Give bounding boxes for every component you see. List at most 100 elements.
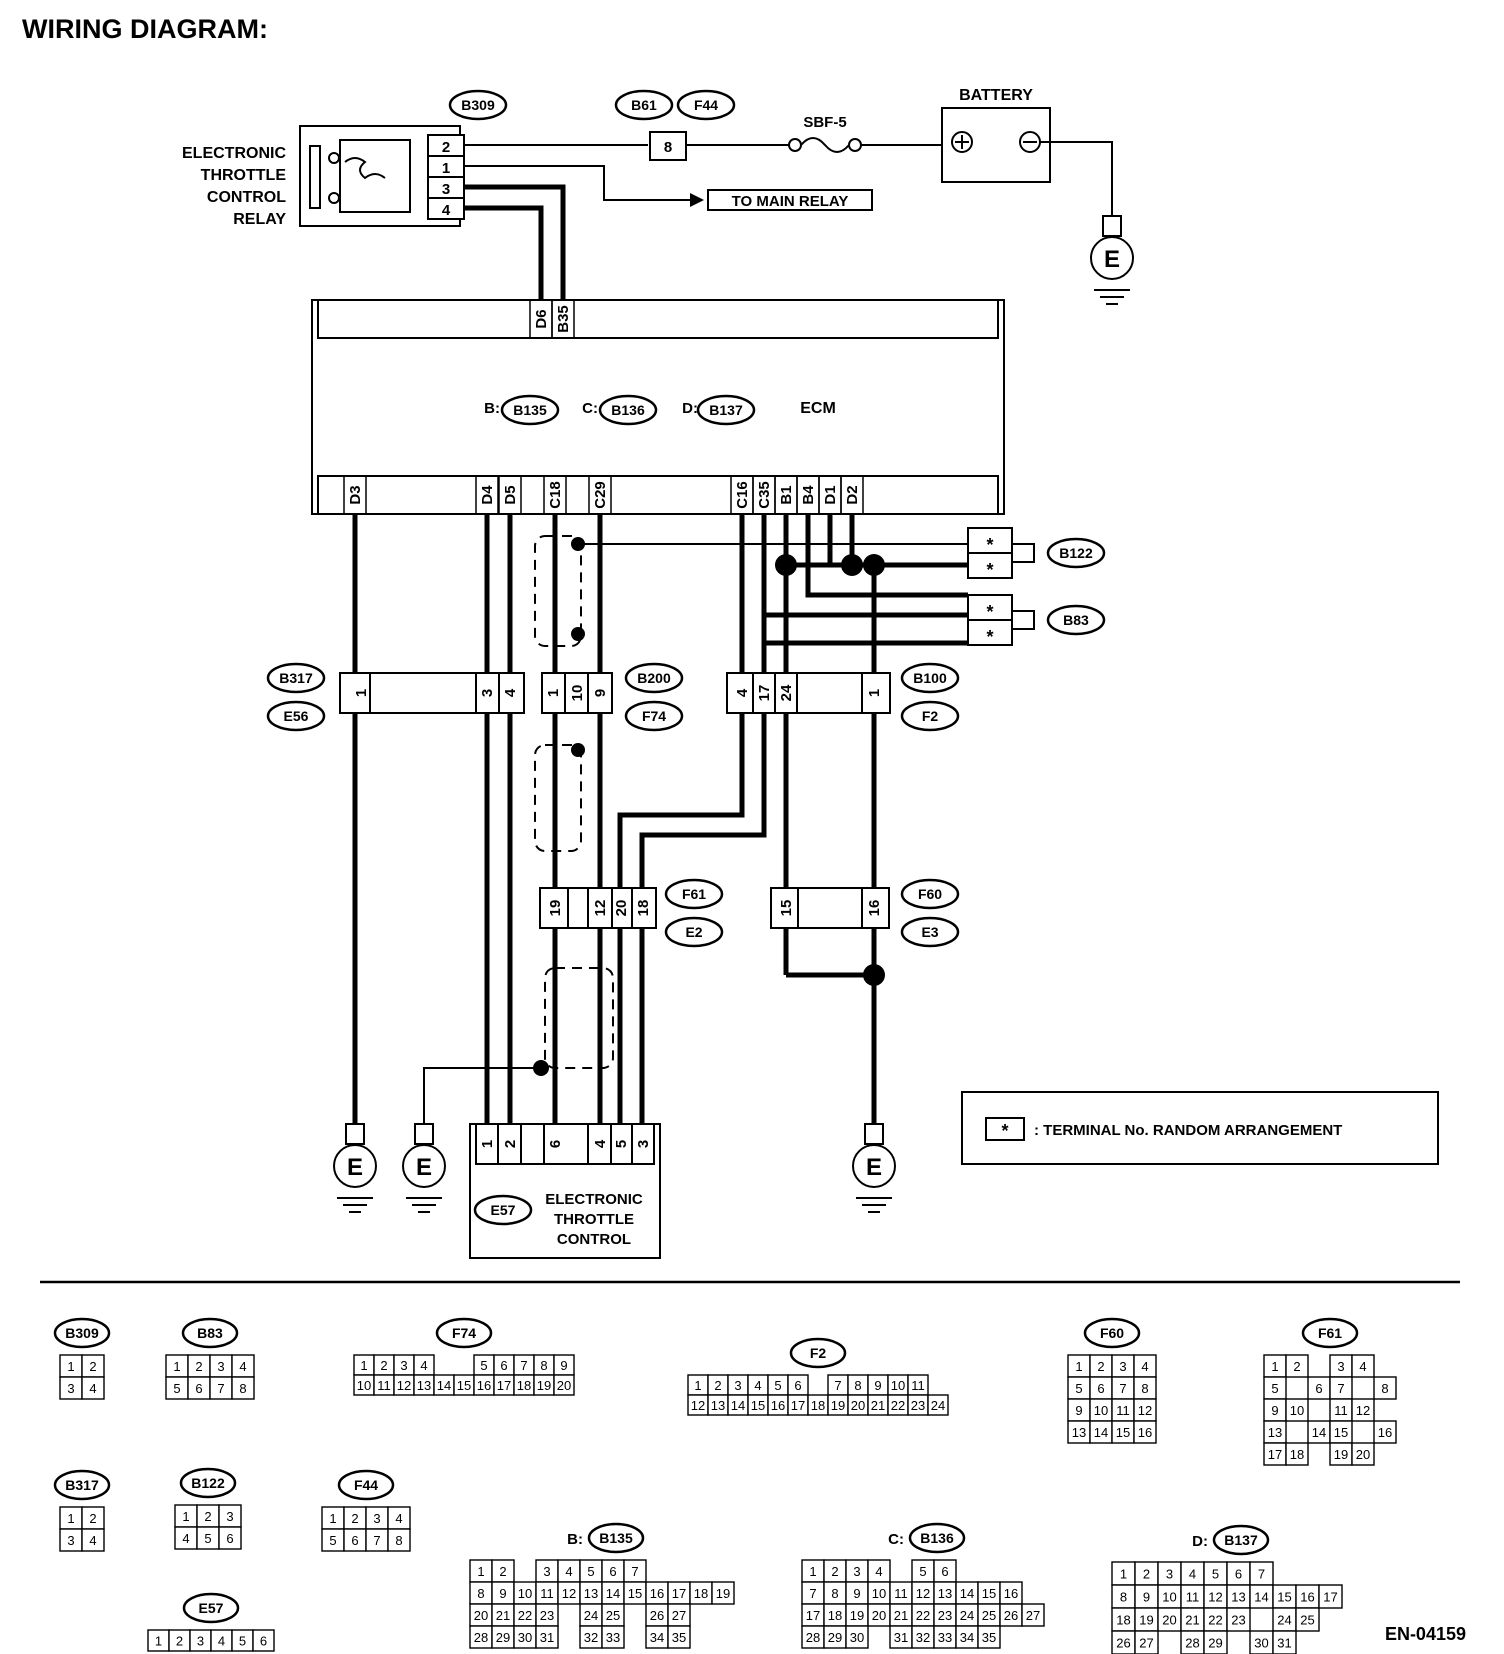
svg-text:1: 1 (866, 689, 883, 697)
legend-star: * (1001, 1121, 1008, 1141)
svg-text:8: 8 (395, 1533, 402, 1548)
svg-text:3: 3 (67, 1381, 74, 1396)
svg-text:24: 24 (960, 1608, 974, 1623)
svg-text:24: 24 (1277, 1613, 1291, 1628)
svg-text:E2: E2 (685, 924, 702, 940)
ecm-pin-b1: B1 (778, 485, 795, 504)
svg-text:6: 6 (1097, 1381, 1104, 1396)
svg-text:26: 26 (1004, 1608, 1018, 1623)
svg-text:6: 6 (1315, 1381, 1322, 1396)
svg-text:F44: F44 (354, 1477, 378, 1493)
svg-text:15: 15 (1334, 1425, 1348, 1440)
connector-id-b137: B137 (696, 394, 756, 426)
svg-text:14: 14 (606, 1586, 620, 1601)
svg-text:2: 2 (204, 1509, 211, 1524)
svg-text:33: 33 (606, 1630, 620, 1645)
svg-text:12: 12 (691, 1398, 705, 1413)
svg-text:29: 29 (828, 1630, 842, 1645)
svg-text:3: 3 (635, 1140, 652, 1148)
svg-text:10: 10 (1162, 1590, 1176, 1605)
svg-text:5: 5 (239, 1634, 246, 1649)
svg-text:B100: B100 (913, 670, 947, 686)
svg-text:4: 4 (239, 1359, 246, 1374)
svg-text:9: 9 (1271, 1403, 1278, 1418)
svg-text:10: 10 (1094, 1403, 1108, 1418)
svg-text:9: 9 (1075, 1403, 1082, 1418)
svg-text:B137: B137 (709, 402, 743, 418)
svg-text:16: 16 (650, 1586, 664, 1601)
svg-text:5: 5 (1075, 1381, 1082, 1396)
svg-text:18: 18 (694, 1586, 708, 1601)
ecm-pin-b4: B4 (800, 485, 817, 505)
svg-text:17: 17 (1323, 1590, 1337, 1605)
svg-text:20: 20 (474, 1608, 488, 1623)
svg-text:8: 8 (540, 1358, 547, 1373)
svg-text:26: 26 (1116, 1636, 1130, 1651)
svg-text:B309: B309 (461, 97, 495, 113)
svg-text:4: 4 (1359, 1359, 1366, 1374)
svg-text:4: 4 (395, 1511, 402, 1526)
battery-label: BATTERY (959, 87, 1033, 104)
svg-text:20: 20 (1162, 1613, 1176, 1628)
svg-text:21: 21 (1185, 1613, 1199, 1628)
svg-text:19: 19 (1139, 1613, 1153, 1628)
svg-text:2: 2 (499, 1564, 506, 1579)
svg-text:7: 7 (834, 1378, 841, 1393)
connector-id-b309: B309 (448, 89, 508, 121)
svg-text:13: 13 (1268, 1425, 1282, 1440)
ecm-pin-d5: D5 (502, 485, 519, 504)
svg-text:1: 1 (477, 1564, 484, 1579)
connector-id-b122: B122 (1046, 537, 1106, 569)
svg-text:B122: B122 (1059, 545, 1093, 561)
ground-symbol: E (402, 1123, 446, 1213)
svg-text:26: 26 (650, 1608, 664, 1623)
svg-text:7: 7 (1258, 1567, 1265, 1582)
svg-text:25: 25 (982, 1608, 996, 1623)
svg-text:3: 3 (1119, 1359, 1126, 1374)
svg-text:1: 1 (182, 1509, 189, 1524)
diagram-title: WIRING DIAGRAM: (22, 14, 268, 44)
svg-text:4: 4 (502, 688, 519, 697)
svg-text:28: 28 (474, 1630, 488, 1645)
svg-text:15: 15 (1277, 1590, 1291, 1605)
relay-label-3: CONTROL (207, 189, 286, 206)
svg-text:16: 16 (771, 1398, 785, 1413)
svg-text:3: 3 (197, 1634, 204, 1649)
svg-text:12: 12 (397, 1378, 411, 1393)
svg-text:B136: B136 (920, 1530, 954, 1546)
svg-text:11: 11 (1116, 1403, 1130, 1418)
svg-text:3: 3 (217, 1359, 224, 1374)
svg-text:19: 19 (831, 1398, 845, 1413)
svg-text:7: 7 (373, 1533, 380, 1548)
svg-text:4: 4 (734, 688, 751, 697)
svg-text:1: 1 (479, 1140, 496, 1148)
svg-text:23: 23 (540, 1608, 554, 1623)
svg-text:20: 20 (557, 1378, 571, 1393)
svg-text:16: 16 (866, 900, 883, 917)
svg-text:13: 13 (584, 1586, 598, 1601)
svg-text:34: 34 (650, 1630, 664, 1645)
svg-text:8: 8 (1120, 1590, 1127, 1605)
document-code: EN-04159 (1385, 1624, 1466, 1644)
svg-text:14: 14 (1094, 1425, 1108, 1440)
relay-pin-2: 2 (442, 139, 450, 156)
svg-text:15: 15 (751, 1398, 765, 1413)
svg-text:24: 24 (931, 1398, 945, 1413)
svg-text:2: 2 (714, 1378, 721, 1393)
svg-text:11: 11 (1334, 1403, 1348, 1418)
svg-text:B135: B135 (513, 402, 547, 418)
connector-id-f74: F74 (624, 700, 684, 732)
svg-text:F74: F74 (642, 708, 666, 724)
ecm-pin-d1: D1 (822, 485, 839, 504)
svg-text:E: E (347, 1154, 363, 1181)
svg-text:4: 4 (592, 1139, 609, 1148)
